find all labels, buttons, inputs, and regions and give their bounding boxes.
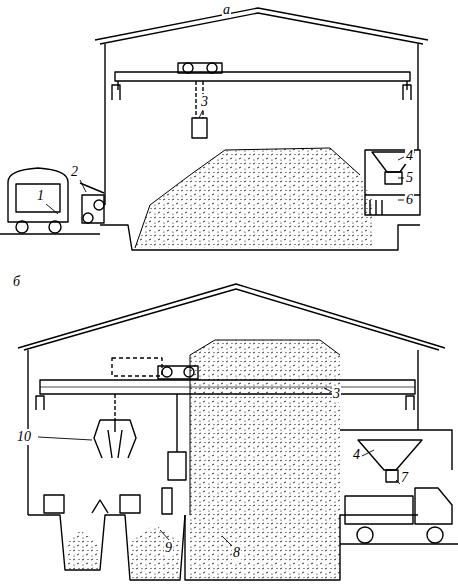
- callout-number: 2: [70, 164, 79, 180]
- callout-number: 6: [405, 192, 414, 208]
- callout-number: 4: [405, 148, 414, 164]
- callout-number: 3: [332, 386, 341, 402]
- callout-number: 10: [16, 429, 32, 445]
- callout-number: 9: [164, 540, 173, 556]
- callout-number: 4: [352, 447, 361, 463]
- callout-number: 8: [232, 545, 241, 561]
- callout-number: 3: [200, 94, 209, 110]
- callout-number: 1: [36, 188, 45, 204]
- callout-number: 7: [400, 470, 409, 486]
- view-letter: а: [222, 2, 231, 18]
- view-letter: б: [12, 274, 21, 290]
- callout-number: 5: [405, 170, 414, 186]
